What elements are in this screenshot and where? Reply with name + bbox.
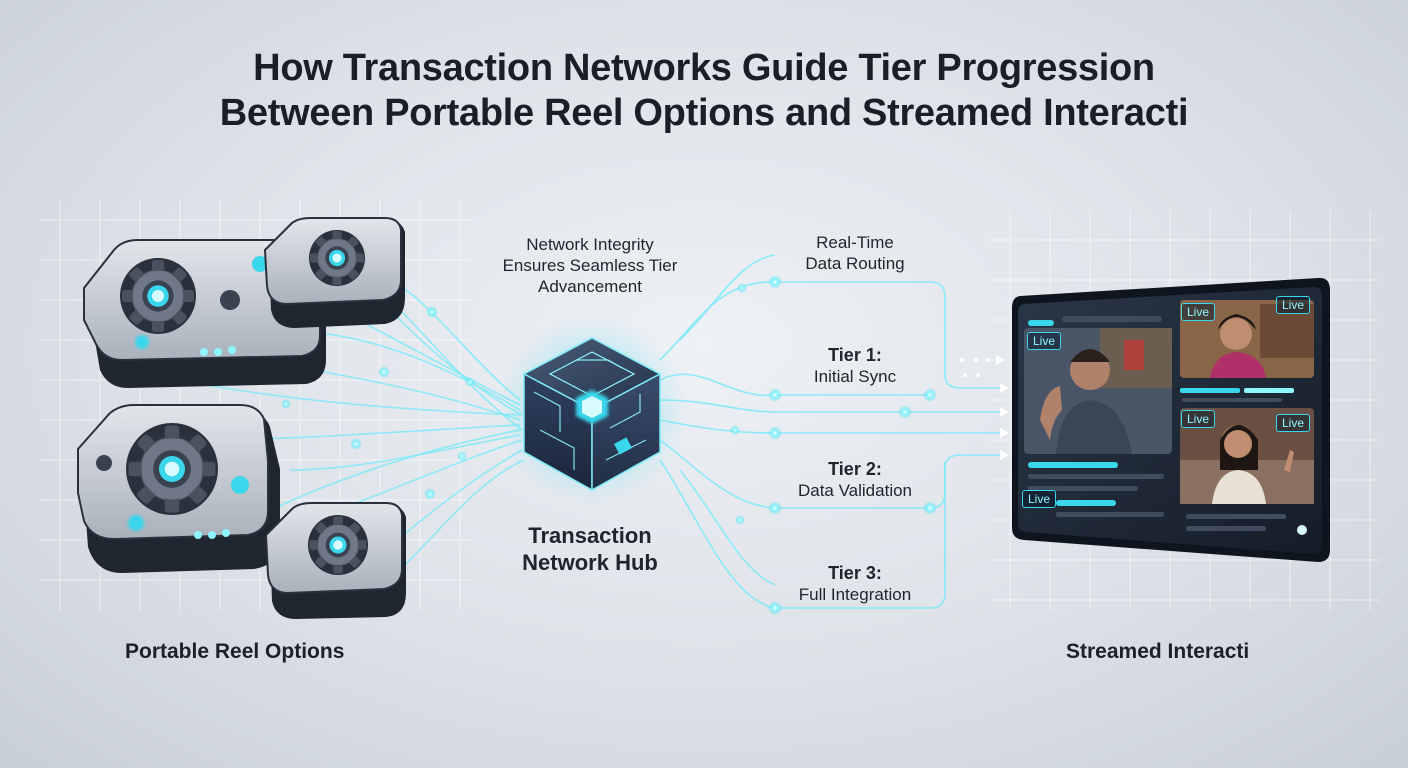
live-badge-mid-right: Live bbox=[1276, 414, 1310, 432]
transaction-hub-cube bbox=[497, 315, 687, 505]
live-badge-top-left: Live bbox=[1181, 303, 1215, 321]
live-badge-mid-left: Live bbox=[1181, 410, 1215, 428]
reel-device-large-bottom bbox=[78, 405, 280, 573]
live-badge-top-right: Live bbox=[1276, 296, 1310, 314]
routing-label: Real-Time Data Routing bbox=[780, 232, 930, 274]
tier-2-label: Tier 2: Data Validation bbox=[760, 458, 950, 502]
right-connection-lines bbox=[660, 255, 1000, 608]
tier-3-label: Tier 3: Full Integration bbox=[760, 562, 950, 606]
integrity-note: Network Integrity Ensures Seamless Tier … bbox=[470, 234, 710, 297]
left-section-label: Portable Reel Options bbox=[125, 640, 344, 664]
reel-device-small-bottom bbox=[266, 503, 406, 619]
right-dashed-lead-in bbox=[960, 358, 990, 377]
live-badge-main: Live bbox=[1027, 332, 1061, 350]
right-section-label: Streamed Interacti bbox=[1066, 640, 1249, 664]
reel-device-small-top bbox=[265, 218, 405, 328]
tier-1-label: Tier 1: Initial Sync bbox=[760, 344, 950, 388]
hub-label: Transaction Network Hub bbox=[470, 522, 710, 576]
live-badge-bottom-left: Live bbox=[1022, 490, 1056, 508]
right-arrowheads bbox=[996, 355, 1009, 460]
